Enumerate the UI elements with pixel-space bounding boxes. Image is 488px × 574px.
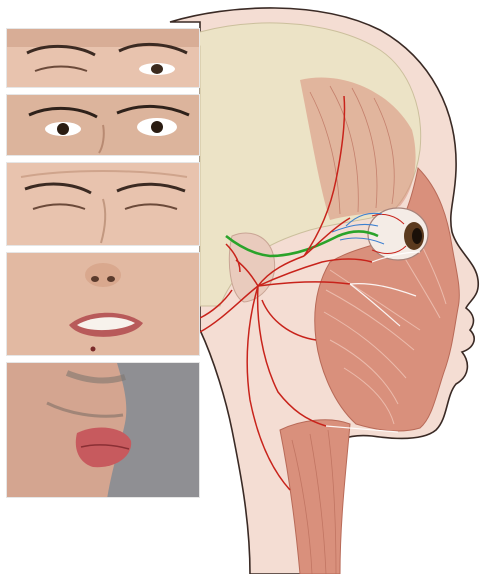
face-photo-icon <box>7 363 200 498</box>
face-photo-icon <box>7 95 200 156</box>
photo-eyes-closing-weak <box>6 28 200 88</box>
face-photo-icon <box>7 253 200 356</box>
photo-eyes-open-asymmetric <box>6 94 200 156</box>
photo-eyes-squeezed-shut <box>6 162 200 246</box>
photo-lips-pucker-profile <box>6 362 200 498</box>
photo-mouth-grimace <box>6 252 200 356</box>
face-photo-icon <box>7 29 200 88</box>
face-photo-icon <box>7 163 200 246</box>
